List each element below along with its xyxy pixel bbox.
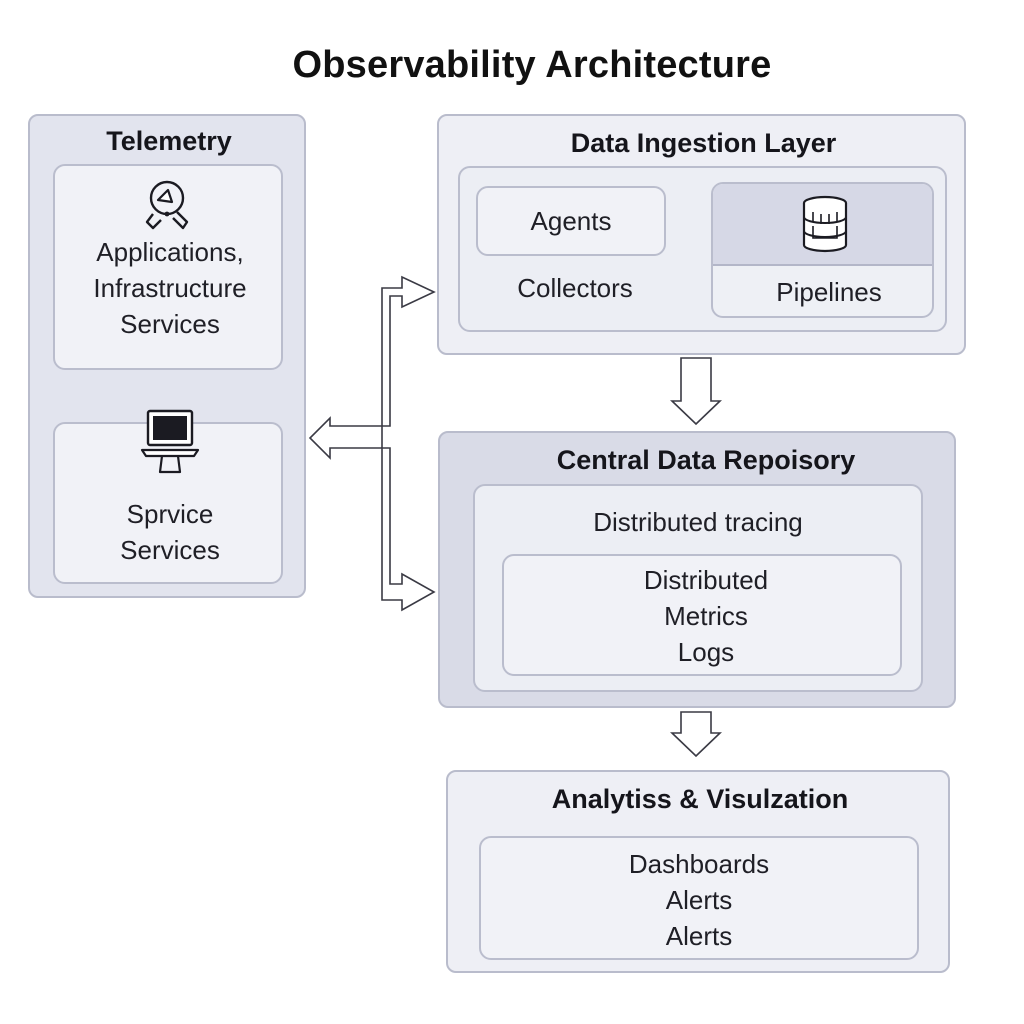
repository-data-line: Metrics: [664, 601, 748, 631]
collectors-label: Collectors: [517, 273, 633, 303]
telemetry-services-line: Services: [120, 535, 220, 565]
telemetry-services-card: Sprvice Services: [53, 409, 285, 584]
arrow-repository-to-analytics: [670, 711, 722, 758]
repository-data-box: Distributed Metrics Logs: [502, 554, 902, 676]
analytics-heading: Analytiss & Visulzation: [551, 784, 849, 814]
repository-data-line: Logs: [677, 637, 735, 667]
telemetry-services-line: Sprvice: [126, 499, 214, 529]
analytics-line: Dashboards: [628, 849, 770, 879]
repository-data-line: Distributed: [643, 565, 769, 595]
repository-heading: Central Data Repoisory: [556, 445, 856, 475]
analytics-line: Alerts: [665, 885, 733, 915]
page-title: Observability Architecture: [292, 44, 772, 86]
telemetry-services-text: Sprvice Services: [55, 496, 285, 568]
telemetry-sources-card: Applications, Infrastructure Services: [53, 164, 283, 370]
telemetry-heading: Telemetry: [106, 126, 232, 156]
telemetry-sources-line: Applications,: [96, 237, 244, 267]
analytics-panel: Analytiss & Visulzation Dashboards Alert…: [446, 770, 950, 973]
analytics-line: Alerts: [665, 921, 733, 951]
computer-terminal-icon: [138, 408, 202, 482]
repository-inner-box: Distributed tracing Distributed Metrics …: [473, 484, 923, 692]
tracing-label: Distributed tracing: [593, 507, 803, 537]
pipelines-header: [713, 184, 932, 266]
pipelines-box: Pipelines: [711, 182, 934, 318]
agents-box: Agents: [476, 186, 666, 256]
ingestion-heading: Data Ingestion Layer: [570, 128, 837, 158]
telemetry-sensor-icon: [139, 176, 199, 232]
arrow-to-telemetry: [308, 416, 383, 460]
arrow-ingestion-to-repository: [670, 357, 722, 426]
repository-panel: Central Data Repoisory Distributed traci…: [438, 431, 956, 708]
telemetry-sources-line: Services: [120, 309, 220, 339]
arrow-to-repository: [381, 447, 436, 612]
telemetry-panel: Telemetry Applications, Infrastructure S…: [28, 114, 306, 598]
repository-data-text: Distributed Metrics Logs: [504, 562, 908, 670]
telemetry-sources-text: Applications, Infrastructure Services: [55, 234, 285, 342]
pipelines-label: Pipelines: [776, 277, 882, 307]
analytics-inner-box: Dashboards Alerts Alerts: [479, 836, 919, 960]
agents-label: Agents: [530, 206, 612, 236]
analytics-text: Dashboards Alerts Alerts: [481, 846, 917, 954]
telemetry-sources-line: Infrastructure: [93, 273, 247, 303]
ingestion-panel: Data Ingestion Layer Agents Collectors: [437, 114, 966, 355]
ingestion-inner-box: Agents Collectors Pipelines: [458, 166, 947, 332]
database-icon: [801, 194, 849, 256]
arrow-to-ingestion: [381, 275, 436, 427]
